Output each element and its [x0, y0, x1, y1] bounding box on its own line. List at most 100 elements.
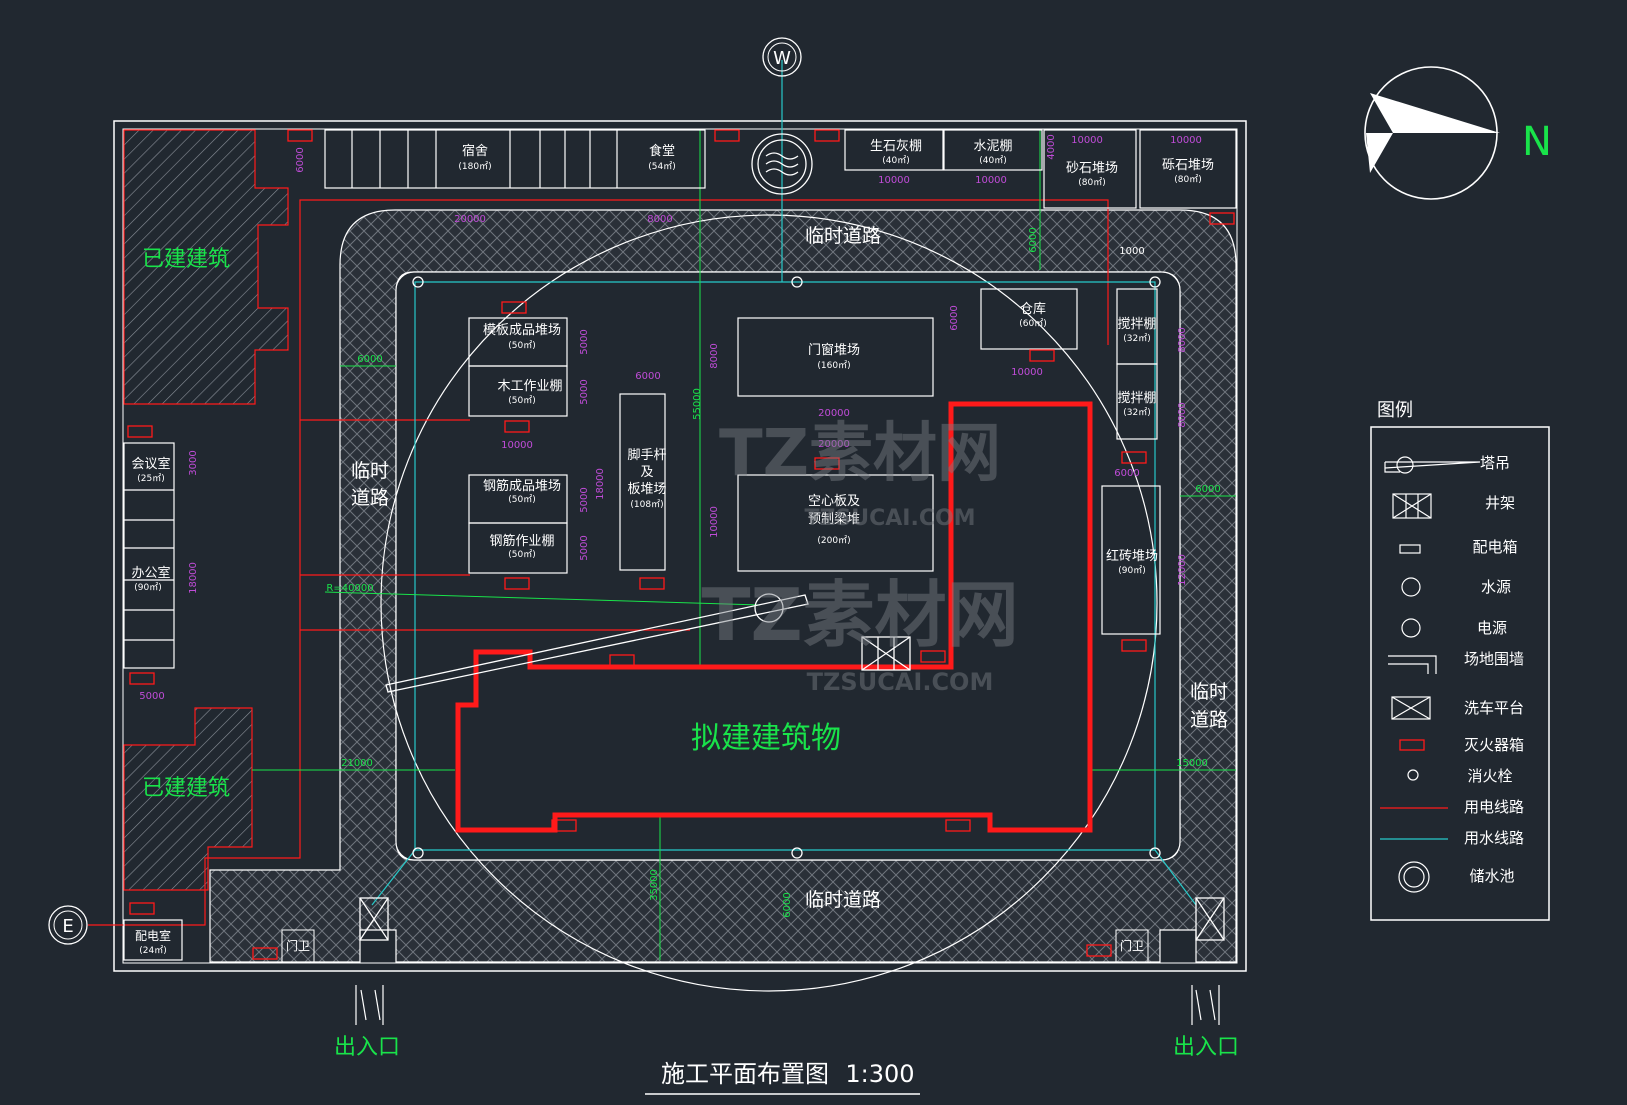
dimension-labels: 20000 8000 10000 10000 10000 10000 1000 …: [139, 135, 1220, 769]
warehouse-size: (60㎡): [1019, 318, 1046, 329]
site-boundary-inner: [122, 128, 1238, 964]
dim-bottom-offset: 35000: [649, 869, 660, 901]
dim-window-width: 20000: [818, 408, 850, 419]
north-label: N: [1522, 119, 1552, 165]
vertical-dimension-labels: 6000 5000 5000 5000 5000 18000 8000 1000…: [188, 134, 1188, 917]
meeting-room-size: (25㎡): [137, 473, 164, 484]
entrance-label-left: 出入口: [334, 1035, 400, 1060]
carpentry-shed-size: (50㎡): [508, 395, 535, 406]
sand-yard-size: (80㎡): [1078, 177, 1105, 188]
dim-warehouse-width: 10000: [1011, 367, 1043, 378]
existing-building-label-2: 已建建筑: [142, 776, 230, 801]
dim-left-road: 6000: [357, 354, 382, 365]
office-size: (90㎡): [134, 582, 161, 593]
green-labels: 已建建筑 已建建筑 拟建建筑物 出入口 出入口: [142, 247, 1239, 1060]
legend-extinguisher-symbol: [1399, 739, 1425, 751]
legend-box: [1370, 426, 1550, 921]
dim-right-offset: 15000: [1176, 758, 1208, 769]
entrance-gates: [355, 985, 1220, 1025]
temp-road-label-right-2: 道路: [1190, 709, 1228, 731]
legend-item-power-source: 电源: [1477, 619, 1507, 637]
planned-building: [455, 401, 1093, 833]
road-inner-edge: [395, 271, 1181, 861]
formwork-yard-name: 模板成品堆场: [483, 323, 561, 338]
dim-rebar-depth: 5000: [579, 487, 590, 512]
cement-shed-name: 水泥棚: [973, 139, 1012, 154]
brick-yard-size: (90㎡): [1118, 565, 1145, 576]
rebar-yard-name: 钢筋成品堆场: [483, 478, 561, 494]
brick-yard-name: 红砖堆场: [1106, 548, 1158, 564]
mixer2-size: (32㎡): [1123, 407, 1150, 418]
entrance-label-right: 出入口: [1173, 1035, 1239, 1060]
guard-label-left: 门卫: [286, 938, 310, 953]
area-labels: 宿舍 (180㎡) 食堂 (54㎡) 生石灰棚 (40㎡) 水泥棚 (40㎡) …: [131, 139, 1214, 956]
dim-scaffold-width: 6000: [635, 371, 660, 382]
gravel-yard-size: (80㎡): [1174, 174, 1201, 185]
dim-brick-depth: 12000: [1177, 554, 1188, 586]
scaffold-yard-name-2: 及: [640, 465, 653, 480]
dim-right-road: 6000: [1195, 484, 1220, 495]
dorm-name: 宿舍: [462, 143, 488, 159]
legend-symbols: [1384, 456, 1481, 893]
legend-item-tower-crane: 塔吊: [1480, 454, 1510, 472]
dim-sand-width: 10000: [1071, 135, 1103, 146]
guard-huts: [281, 929, 1149, 963]
temp-road-label-top: 临时道路: [805, 225, 881, 247]
dim-left-offset: 21000: [341, 758, 373, 769]
drawing-title: 施工平面布置图: [661, 1060, 829, 1088]
dim-yard-width: 10000: [501, 440, 533, 451]
north-compass: [1364, 66, 1500, 200]
legend-item-reservoir: 储水池: [1469, 867, 1514, 885]
rebar-yard-size: (50㎡): [508, 494, 535, 505]
dim-office-depth: 18000: [188, 562, 199, 594]
window-yard-size: (160㎡): [817, 360, 850, 371]
existing-building-top: [123, 129, 289, 405]
dim-dorm-depth: 6000: [295, 147, 306, 172]
watermark-cn-2: TZ素材网: [701, 573, 1018, 657]
fire-extinguishers: [127, 129, 1235, 960]
office-building: [123, 442, 183, 961]
temp-road-label-bottom: 临时道路: [805, 889, 881, 911]
legend-item-power-line: 用电线路: [1464, 798, 1524, 816]
dim-brick-width: 6000: [1114, 468, 1139, 479]
hollow-slab-name-1: 空心板及: [808, 494, 860, 509]
crane-radius-label: R=40000: [326, 583, 373, 594]
dim-cement-width: 10000: [975, 175, 1007, 186]
dim-bottom-road: 6000: [782, 892, 793, 917]
drawing-scale: 1:300: [845, 1060, 914, 1088]
lime-shed-size: (40㎡): [882, 155, 909, 166]
dim-slab-depth: 10000: [709, 506, 720, 538]
dim-lime-width: 10000: [878, 175, 910, 186]
mixer2-name: 搅拌棚: [1117, 390, 1156, 406]
dim-mixer2-depth: 8000: [1177, 402, 1188, 427]
temp-road-label-left-1: 临时: [351, 460, 389, 482]
window-yard-name: 门窗堆场: [808, 342, 860, 358]
canteen-name: 食堂: [649, 143, 675, 159]
well-frame: [861, 636, 911, 671]
dim-rebar-shed-depth: 5000: [579, 535, 590, 560]
lime-shed-name: 生石灰棚: [870, 139, 922, 154]
road-labels: 临时道路 临时道路 临时 道路 临时 道路: [351, 225, 1228, 911]
carpentry-shed-name: 木工作业棚: [497, 379, 562, 394]
dim-gravel-width: 10000: [1170, 135, 1202, 146]
rebar-shed-size: (50㎡): [508, 549, 535, 560]
legend-labels: 塔吊 井架 配电箱 水源 电源 场地围墙 洗车平台 灭火器箱 消火栓 用电线路 …: [1464, 454, 1524, 885]
canteen-size: (54㎡): [648, 161, 675, 172]
hollow-slab-size: (200㎡): [817, 535, 850, 546]
top-sheds: [844, 129, 1237, 209]
watermark-en-1: TZSUCAI.COM: [804, 506, 975, 531]
watermark-en-2: TZSUCAI.COM: [807, 668, 994, 696]
legend-item-well-frame: 井架: [1485, 494, 1515, 512]
dim-sand-depth: 4000: [1046, 134, 1057, 159]
site-boundary: [113, 120, 1247, 972]
power-source-symbol: [48, 905, 88, 945]
existing-building-bottom: [123, 707, 253, 891]
legend-title: 图例: [1377, 400, 1413, 421]
planned-building-label: 拟建建筑物: [691, 721, 841, 756]
mixer1-name: 搅拌棚: [1117, 316, 1156, 332]
water-source-symbol: [762, 37, 802, 77]
legend-item-distribution-box: 配电箱: [1472, 538, 1517, 556]
legend-item-water-line: 用水线路: [1464, 829, 1524, 847]
dim-mixer1-depth: 8000: [1177, 327, 1188, 352]
